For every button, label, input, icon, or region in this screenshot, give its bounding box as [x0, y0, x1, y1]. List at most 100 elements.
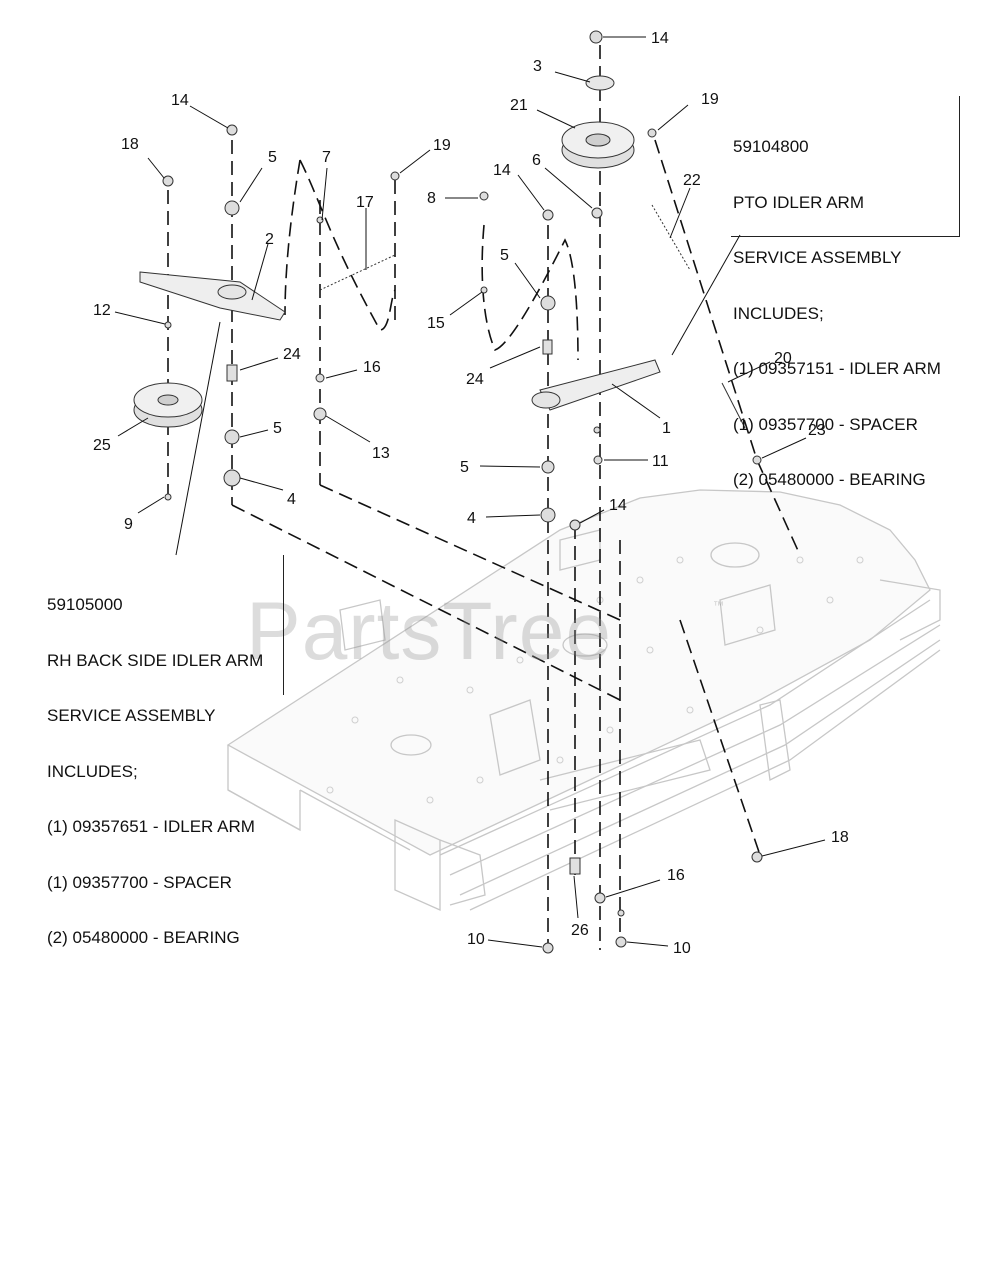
callout-4-center: 4 — [467, 510, 476, 527]
washer-5-left — [224, 200, 240, 216]
assembly-note-bar-rh — [283, 555, 284, 695]
washer-4-left — [223, 469, 241, 487]
assembly-line: (1) 09357651 - IDLER ARM — [47, 817, 255, 836]
callout-22: 22 — [683, 172, 701, 189]
callout-7: 7 — [322, 149, 331, 166]
nut-14-left — [226, 124, 238, 136]
assembly-line: (2) 05480000 - BEARING — [47, 928, 240, 947]
nut-16-left — [315, 373, 325, 383]
callout-23: 23 — [808, 422, 826, 439]
bolt-18-left — [162, 175, 174, 187]
callout-5-left-lower: 5 — [273, 420, 282, 437]
nut-23 — [752, 455, 762, 465]
bolt-10-right — [615, 936, 627, 948]
assembly-note-bar-pto — [959, 96, 960, 236]
bolt-9 — [164, 493, 172, 501]
spacer-24-left — [226, 364, 238, 382]
assembly-part-number: 59104800 — [733, 137, 809, 156]
washer-5-lower — [541, 460, 555, 474]
spring-22 — [651, 204, 691, 271]
bolt-12 — [164, 321, 172, 329]
bolt-20 — [721, 382, 746, 429]
spacer-3 — [585, 75, 615, 91]
washer-5-left-lower — [224, 429, 240, 445]
top-nut — [589, 30, 603, 44]
washer-13 — [313, 407, 327, 421]
callout-24-left: 24 — [283, 346, 301, 363]
nut-14-center — [542, 209, 554, 221]
callout-19-right: 19 — [701, 91, 719, 108]
washer-4-center — [540, 507, 556, 523]
nut-14-lower — [569, 519, 581, 531]
callout-14-left: 14 — [171, 92, 189, 109]
assembly-note-pto-idler-arm: 59104800 PTO IDLER ARM SERVICE ASSEMBLY … — [733, 101, 941, 508]
assembly-part-number: 59105000 — [47, 595, 123, 614]
callout-19-left: 19 — [433, 137, 451, 154]
nut-16-lower — [594, 892, 606, 904]
assembly-line: PTO IDLER ARM — [733, 192, 864, 212]
assembly-note-bottom-pto — [731, 236, 960, 237]
assembly-line: SERVICE ASSEMBLY — [47, 706, 216, 725]
callout-20: 20 — [774, 350, 792, 367]
pin-7 — [316, 216, 324, 224]
callout-15: 15 — [427, 315, 445, 332]
idler-arm-2 — [139, 271, 286, 321]
assembly-line: (1) 09357151 - IDLER ARM — [733, 359, 941, 378]
callout-16-left: 16 — [363, 359, 381, 376]
washer-5-center — [540, 295, 556, 311]
callout-9: 9 — [124, 516, 133, 533]
assembly-line: (1) 09357700 - SPACER — [47, 872, 232, 892]
spacer-24-center — [542, 339, 553, 355]
callout-5-center: 5 — [500, 247, 509, 264]
pulley-25 — [133, 382, 203, 428]
callout-26: 26 — [571, 922, 589, 939]
assembly-line: INCLUDES; — [733, 303, 824, 323]
callout-1: 1 — [662, 420, 671, 437]
watermark-trademark: ™ — [713, 600, 724, 612]
assembly-line: INCLUDES; — [47, 761, 138, 781]
callout-18-left: 18 — [121, 136, 139, 153]
bolt-10-left — [542, 942, 554, 954]
pin-10 — [617, 909, 625, 917]
callout-3: 3 — [533, 58, 542, 75]
callout-12: 12 — [93, 302, 111, 319]
bolt-15 — [480, 286, 488, 294]
parts — [133, 30, 763, 954]
callout-14-lower: 14 — [609, 497, 627, 514]
callout-17: 17 — [356, 194, 374, 211]
callout-8: 8 — [427, 190, 436, 207]
nut-11 — [593, 455, 603, 465]
bolt-18-lower — [751, 851, 763, 863]
callout-11: 11 — [652, 453, 669, 470]
callout-24-center: 24 — [466, 371, 484, 388]
callout-13: 13 — [372, 445, 390, 462]
callout-4-left: 4 — [287, 491, 296, 508]
callout-25: 25 — [93, 437, 111, 454]
bolt-19-right — [647, 128, 657, 138]
bolt-19-left — [390, 171, 400, 181]
callout-5-left: 5 — [268, 149, 277, 166]
assembly-line: RH BACK SIDE IDLER ARM — [47, 650, 264, 670]
assembly-line: SERVICE ASSEMBLY — [733, 248, 902, 267]
idler-arm-1 — [531, 359, 661, 411]
washer-6 — [591, 207, 603, 219]
alignment-lines — [167, 45, 801, 950]
spring-17 — [319, 254, 396, 291]
callout-10-left: 10 — [467, 931, 485, 948]
callout-labels: 14 3 21 19 14 18 5 7 19 8 14 6 22 17 2 5… — [93, 30, 849, 957]
callout-18-lower: 18 — [831, 829, 849, 846]
leader-lines — [114, 36, 826, 948]
assembly-line: (2) 05480000 - BEARING — [733, 470, 926, 489]
callout-2: 2 — [265, 231, 274, 248]
callout-14-top: 14 — [651, 30, 669, 47]
pulley-21 — [561, 121, 635, 169]
callout-14-center: 14 — [493, 162, 511, 179]
callout-21: 21 — [510, 97, 528, 114]
bolt-8 — [479, 191, 489, 201]
partstree-watermark: PartsTree — [246, 586, 612, 677]
mower-deck — [226, 489, 941, 912]
callout-16-lower: 16 — [667, 867, 685, 884]
callout-10-right: 10 — [673, 940, 691, 957]
callout-5-lower: 5 — [460, 459, 469, 476]
